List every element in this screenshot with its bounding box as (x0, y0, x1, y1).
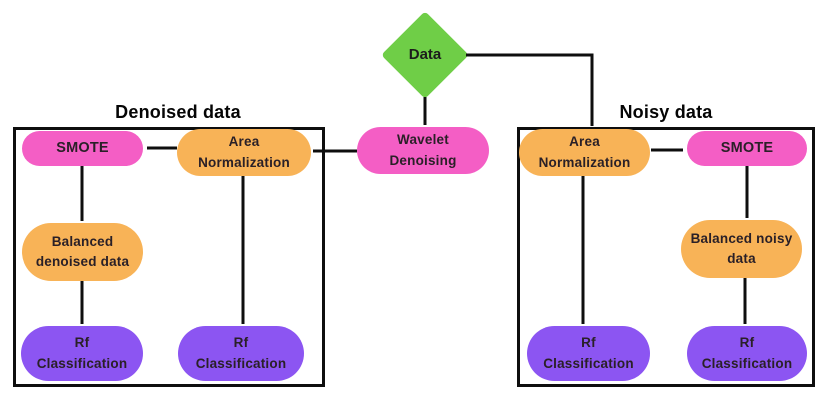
noisy-group-title: Noisy data (619, 102, 713, 122)
denoised-area-normalization-node: Area Normalization (177, 129, 311, 176)
noisy-rf-classification-direct-node: Rf Classification (527, 326, 650, 381)
noisy-area-normalization-node: Area Normalization (519, 129, 650, 176)
balanced-denoised-data-node: Balanced denoised data (22, 223, 143, 281)
noisy-smote-node: SMOTE (687, 131, 807, 166)
denoised-group-title: Denoised data (115, 102, 241, 122)
wavelet-denoising-node: Wavelet Denoising (357, 127, 489, 174)
noisy-rf-classification-smote-node: Rf Classification (687, 326, 807, 381)
denoised-group-box (13, 127, 325, 387)
data-diamond-label: Data (408, 46, 442, 63)
denoised-rf-classification-smote-node: Rf Classification (21, 326, 143, 381)
noisy-group-box (517, 127, 815, 387)
denoised-smote-node: SMOTE (22, 131, 143, 166)
denoised-rf-classification-direct-node: Rf Classification (178, 326, 304, 381)
balanced-noisy-data-node: Balanced noisy data (681, 220, 802, 278)
